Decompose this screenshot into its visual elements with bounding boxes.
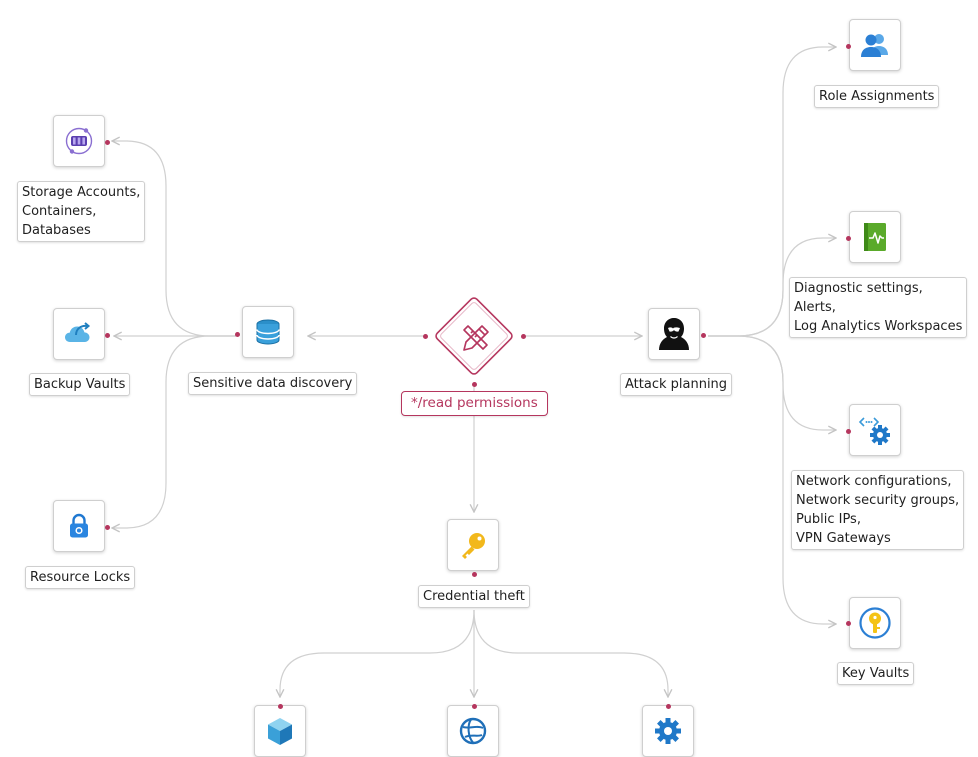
cloud-backup-icon xyxy=(65,322,91,342)
backup-vaults-label: Backup Vaults xyxy=(29,373,131,396)
storage-label: Storage Accounts, Containers, Databases xyxy=(17,181,146,242)
connector-dot xyxy=(104,332,110,338)
key-vaults-node[interactable] xyxy=(849,597,901,649)
credential-theft-label: Credential theft xyxy=(418,585,530,608)
resource-locks-label: Resource Locks xyxy=(25,566,136,589)
backup-vaults-node[interactable] xyxy=(53,308,105,360)
sensitive-data-node[interactable] xyxy=(242,306,294,358)
lock-icon xyxy=(70,513,88,538)
attack-planning-node[interactable] xyxy=(648,308,700,360)
diagnostic-settings-label: Diagnostic settings, Alerts, Log Analyti… xyxy=(789,277,968,338)
connector-dot xyxy=(700,332,706,338)
storage-hub-icon xyxy=(65,127,93,155)
edge-attack-diagnostic xyxy=(708,238,836,337)
activity-log-icon xyxy=(864,223,886,251)
connector-dot xyxy=(104,524,110,530)
connector-dot xyxy=(471,381,477,387)
key-vaults-label: Key Vaults xyxy=(837,662,915,685)
edge-credential-left xyxy=(280,609,475,697)
cube-icon xyxy=(268,718,292,745)
storage-node[interactable] xyxy=(53,115,105,167)
role-assignments-node[interactable] xyxy=(849,19,901,71)
edge-credential-right xyxy=(473,609,668,697)
resource-locks-node[interactable] xyxy=(53,500,105,552)
connector-dot xyxy=(104,139,110,145)
bottom-left-node[interactable] xyxy=(254,705,306,757)
role-assignments-label: Role Assignments xyxy=(814,85,940,108)
edge-attack-keyvaults xyxy=(708,335,836,624)
connector-dot xyxy=(234,331,240,337)
connector-dot xyxy=(845,235,851,241)
connector-dot xyxy=(422,333,428,339)
key-vault-icon xyxy=(859,607,891,639)
connector-dot xyxy=(520,333,526,339)
attack-planning-label: Attack planning xyxy=(620,373,733,396)
connection-lines xyxy=(0,0,978,741)
connector-dot xyxy=(845,620,851,626)
connector-dot xyxy=(665,703,671,709)
bottom-mid-node[interactable] xyxy=(447,705,499,757)
connector-dot xyxy=(277,703,283,709)
gear-automation-icon xyxy=(655,718,681,744)
connector-dot xyxy=(471,571,477,577)
network-config-label: Network configurations, Network security… xyxy=(791,470,965,550)
connector-dot xyxy=(845,428,851,434)
edge-sensitive-locks xyxy=(112,335,236,528)
users-icon xyxy=(861,34,888,57)
pencil-ruler-icon xyxy=(435,297,513,375)
bottom-right-node[interactable] xyxy=(642,705,694,757)
database-icon xyxy=(256,319,280,345)
sensitive-data-label: Sensitive data discovery xyxy=(188,372,358,395)
network-settings-icon xyxy=(858,417,890,445)
center-node[interactable] xyxy=(430,292,518,380)
edge-sensitive-storage xyxy=(112,141,236,337)
globe-network-icon xyxy=(459,717,487,745)
network-config-node[interactable] xyxy=(849,404,901,456)
diagnostic-settings-node[interactable] xyxy=(849,211,901,263)
center-label: */read permissions xyxy=(401,391,548,416)
connector-dot xyxy=(471,703,477,709)
hacker-icon xyxy=(659,318,689,350)
connector-dot xyxy=(845,43,851,49)
key-icon xyxy=(462,533,485,559)
credential-theft-node[interactable] xyxy=(447,519,499,571)
